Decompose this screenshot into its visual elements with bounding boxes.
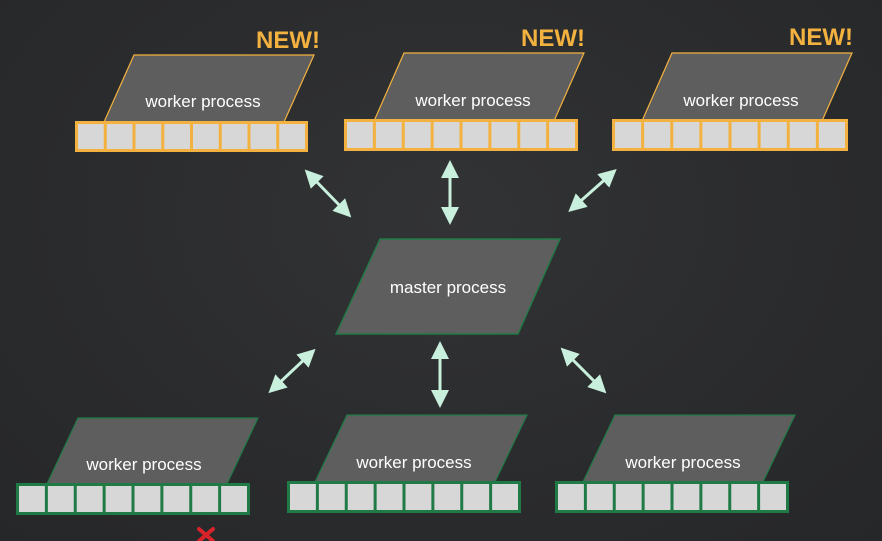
queue-slot <box>644 122 671 148</box>
arrow-new-worker-3 <box>568 169 617 212</box>
queue-slot <box>760 484 786 510</box>
master-process-box <box>334 238 562 335</box>
queue-slot <box>434 484 461 510</box>
queue-slot <box>615 484 642 510</box>
queue-slot <box>491 122 518 148</box>
new-worker-2-label: worker process <box>414 91 530 110</box>
queue-slot <box>644 484 671 510</box>
master-process-label: master process <box>390 278 506 297</box>
cross-mark-icon <box>197 527 215 541</box>
new-worker-3-label: worker process <box>682 91 798 110</box>
queue-slot <box>192 486 219 512</box>
queue-slot <box>492 484 518 510</box>
queue-slot <box>375 122 402 148</box>
old-worker-2-box <box>313 414 528 485</box>
queue-slot <box>405 484 432 510</box>
new-worker-2-badge: NEW! <box>521 25 585 52</box>
queue-slot <box>404 122 431 148</box>
queue-slot <box>279 124 305 149</box>
queue-slot <box>818 122 845 148</box>
queue-slot <box>731 484 758 510</box>
queue-slot <box>702 122 729 148</box>
queue-slot <box>78 124 104 149</box>
arrows <box>268 160 617 408</box>
old-worker-1-box <box>45 417 259 487</box>
queue-slot <box>221 486 247 512</box>
old-worker-3-box <box>581 414 796 485</box>
queue-slot <box>76 486 103 512</box>
queue-slot <box>135 124 162 149</box>
queue-slot <box>347 122 373 148</box>
new-worker-2: worker process NEW! <box>344 25 585 151</box>
queue-slot <box>463 484 490 510</box>
queue-slot <box>558 484 584 510</box>
queue-slot <box>760 122 787 148</box>
new-worker-2-box <box>373 52 585 122</box>
queue-slot <box>221 124 248 149</box>
queue-slot <box>47 486 74 512</box>
new-worker-1: worker process NEW! <box>75 27 320 152</box>
queue-slot <box>19 486 45 512</box>
old-worker-3: worker process <box>555 414 796 513</box>
queue-slot <box>433 122 460 148</box>
arrow-new-worker-1 <box>304 169 352 218</box>
old-worker-2: worker process <box>287 414 528 513</box>
arrow-old-worker-1 <box>268 348 316 394</box>
new-worker-1-badge: NEW! <box>256 27 320 54</box>
queue-slot <box>193 124 219 149</box>
queue-slot <box>520 122 547 148</box>
queue-slot <box>347 484 374 510</box>
queue-slot <box>105 486 132 512</box>
queue-slot <box>106 124 133 149</box>
master-process: master process <box>334 238 562 335</box>
new-worker-1-box <box>103 54 315 123</box>
queue-slot <box>164 124 190 149</box>
new-worker-1-label: worker process <box>144 92 260 111</box>
queue-slot <box>462 122 489 148</box>
queue-slot <box>318 484 345 510</box>
old-worker-3-label: worker process <box>624 453 740 472</box>
queue-slot <box>134 486 161 512</box>
queue-slot <box>673 484 700 510</box>
new-worker-3-badge: NEW! <box>789 24 853 51</box>
old-worker-1: worker process <box>16 417 259 541</box>
queue-slot <box>586 484 613 510</box>
arrow-old-worker-3 <box>560 347 607 394</box>
queue-slot <box>376 484 403 510</box>
queue-slot <box>549 122 575 148</box>
queue-slot <box>615 122 642 148</box>
queue-slot <box>250 124 277 149</box>
queue-slot <box>731 122 758 148</box>
queue-slot <box>163 486 190 512</box>
queue-slot <box>789 122 816 148</box>
old-worker-1-label: worker process <box>85 455 201 474</box>
queue-slot <box>673 122 700 148</box>
old-worker-2-label: worker process <box>355 453 471 472</box>
new-worker-3-box <box>641 52 853 122</box>
queue-slot <box>702 484 729 510</box>
new-worker-3: worker process NEW! <box>612 24 853 151</box>
queue-slot <box>290 484 316 510</box>
